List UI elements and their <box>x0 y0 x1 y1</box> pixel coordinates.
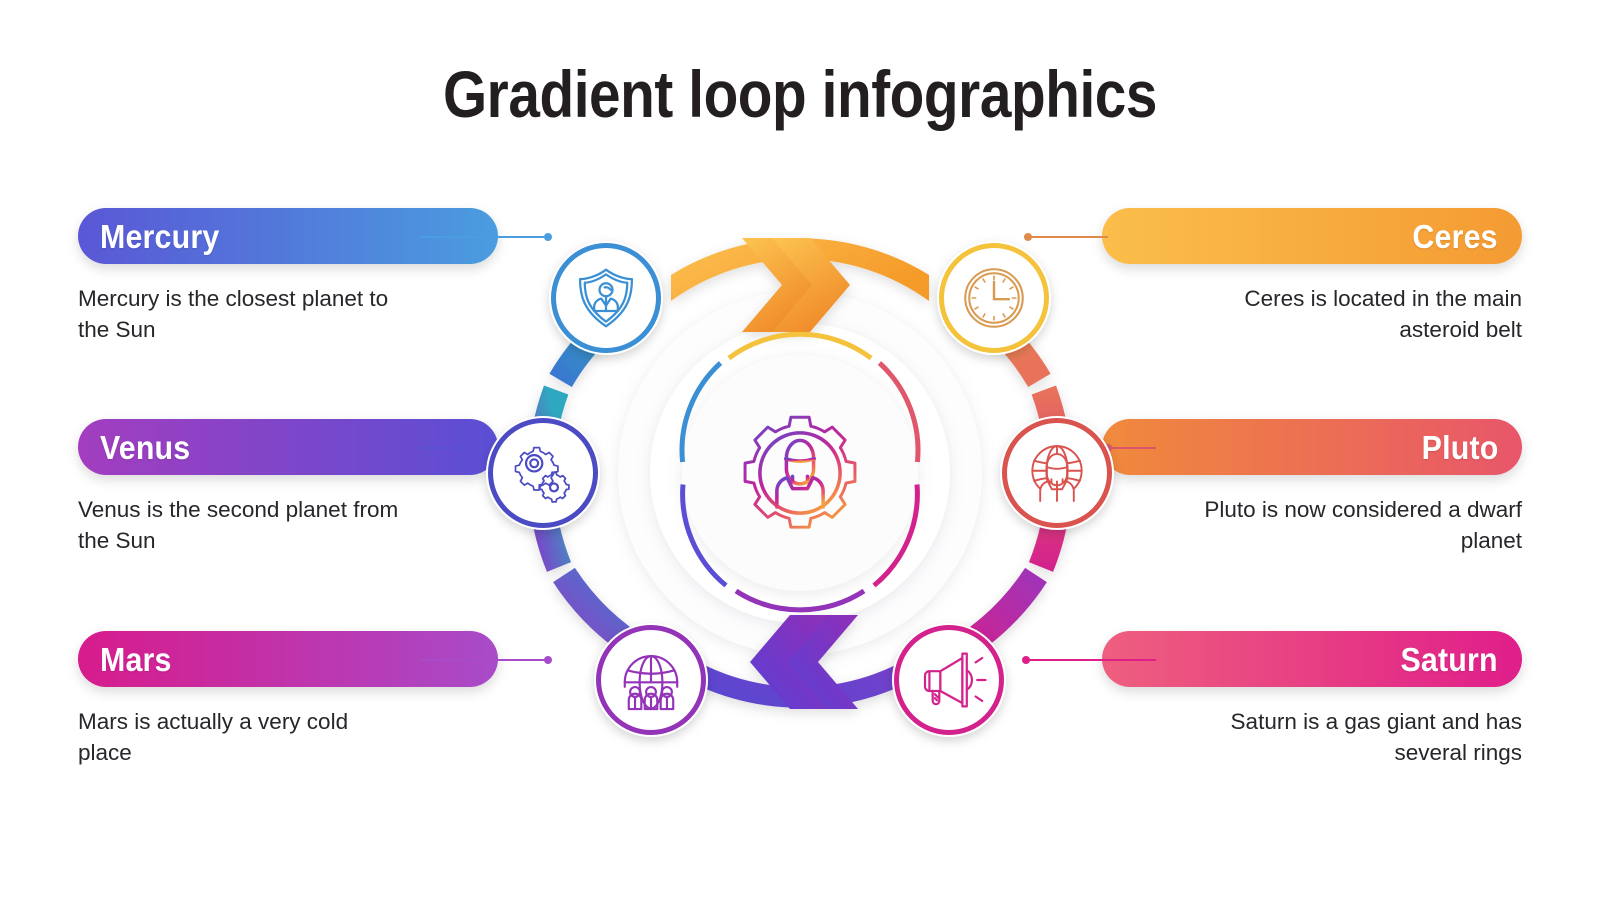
pill-label-mars: Mars <box>100 640 172 678</box>
chevron-right-arrow <box>671 238 929 332</box>
description-saturn: Saturn is a gas giant and has several ri… <box>1230 709 1522 765</box>
pill-label-mercury: Mercury <box>100 217 220 255</box>
inner-arc-amber <box>727 331 873 361</box>
node-pluto[interactable] <box>1000 416 1114 530</box>
pill-pluto[interactable]: Pluto <box>1102 419 1522 475</box>
description-mercury: Mercury is the closest planet to the Sun <box>78 286 389 342</box>
pill-ceres[interactable]: Ceres <box>1102 208 1522 264</box>
inner-arc-magenta <box>872 484 920 588</box>
connector-mercury <box>420 233 552 241</box>
concentric-plates <box>618 291 982 655</box>
globe-avatar-icon <box>1031 445 1083 502</box>
shield-person-icon <box>578 268 634 328</box>
gradient-loop-diagram <box>455 175 1145 785</box>
pill-label-venus: Venus <box>100 428 191 466</box>
pill-saturn[interactable]: Saturn <box>1102 631 1522 687</box>
description-pluto: Pluto is now considered a dwarf planet <box>1204 497 1522 553</box>
item-mars[interactable]: Mars Mars is actually a very cold place <box>78 631 498 768</box>
globe-people-icon <box>623 654 679 711</box>
chevron-left-arrow <box>671 615 929 709</box>
connector-dot-mars <box>544 656 552 664</box>
description-ceres: Ceres is located in the main asteroid be… <box>1244 286 1522 342</box>
item-pluto[interactable]: Pluto Pluto is now considered a dwarf pl… <box>1102 419 1522 556</box>
node-mars[interactable] <box>594 623 708 737</box>
inner-arc-violet <box>680 484 728 588</box>
inner-arc-coral <box>877 361 921 463</box>
description-venus: Venus is the second planet from the Sun <box>78 497 399 553</box>
page-title: Gradient loop infographics <box>442 57 1158 131</box>
pill-label-pluto: Pluto <box>1421 428 1498 466</box>
node-saturn[interactable] <box>892 623 1006 737</box>
node-ceres[interactable] <box>937 241 1051 355</box>
inner-gradient-ring <box>679 331 921 613</box>
item-mercury[interactable]: Mercury Mercury is the closest planet to… <box>78 208 498 345</box>
clock-icon <box>964 268 1024 328</box>
pill-label-ceres: Ceres <box>1412 217 1498 255</box>
connector-dot-saturn <box>1022 656 1030 664</box>
gears-icon <box>514 446 570 503</box>
pill-label-saturn: Saturn <box>1400 640 1498 678</box>
gear-person-icon <box>743 415 857 529</box>
connector-dot-ceres <box>1024 233 1032 241</box>
inner-arc-blue <box>679 361 723 463</box>
description-mars: Mars is actually a very cold place <box>78 709 349 765</box>
connector-mars <box>420 656 552 664</box>
item-venus[interactable]: Venus Venus is the second planet from th… <box>78 419 498 556</box>
megaphone-icon <box>923 652 987 708</box>
item-ceres[interactable]: Ceres Ceres is located in the main aster… <box>1102 208 1522 345</box>
inner-arc-purple <box>734 588 866 613</box>
node-venus[interactable] <box>486 416 600 530</box>
node-mercury[interactable] <box>549 241 663 355</box>
connector-ceres <box>1024 233 1108 241</box>
connector-saturn <box>1022 656 1156 664</box>
connector-dot-venus <box>464 444 472 452</box>
connector-venus <box>420 444 472 452</box>
item-saturn[interactable]: Saturn Saturn is a gas giant and has sev… <box>1102 631 1522 768</box>
connector-dot-mercury <box>544 233 552 241</box>
